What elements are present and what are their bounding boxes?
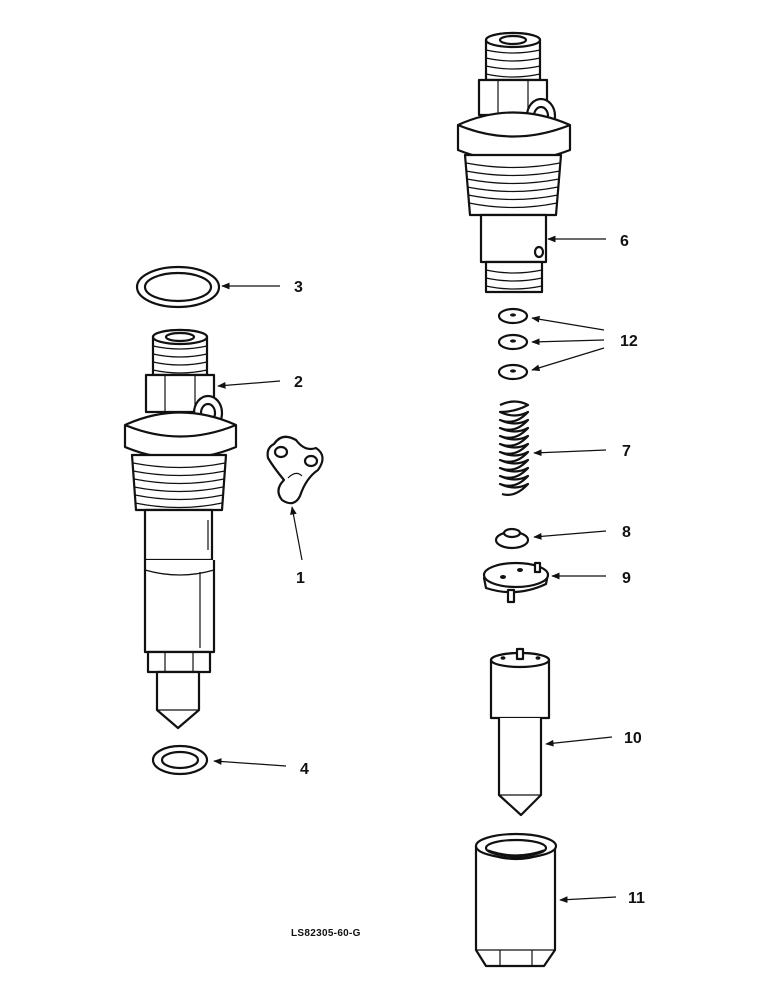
- nozzle-part-10: [489, 647, 551, 817]
- leader-4: [213, 758, 287, 767]
- callout-11: 11: [628, 890, 645, 907]
- leader-11: [559, 896, 617, 903]
- callout-3: 3: [294, 279, 303, 296]
- leader-1: [290, 506, 303, 561]
- callout-2: 2: [294, 374, 303, 391]
- nozzle-holder-part-6: [456, 31, 572, 294]
- callout-6: 6: [620, 233, 629, 250]
- sealing-ring-part-3: [135, 265, 221, 309]
- callout-10: 10: [624, 730, 642, 747]
- intermediate-plate-part-9: [482, 561, 550, 604]
- nozzle-nut-part-11: [474, 832, 558, 968]
- injector-body-part-2: [123, 328, 238, 730]
- callout-9: 9: [622, 570, 631, 587]
- leader-2: [217, 380, 281, 389]
- callout-7: 7: [622, 443, 631, 460]
- leader-lines: [213, 235, 617, 903]
- retaining-clip-part-1: [266, 435, 324, 505]
- leader-7: [533, 449, 607, 457]
- spring-part-7: [498, 400, 530, 496]
- washer-part-4: [151, 744, 209, 776]
- callout-1: 1: [296, 570, 305, 587]
- leader-12b: [531, 338, 605, 346]
- callout-4: 4: [300, 761, 309, 778]
- spring-seat-part-8: [494, 527, 530, 550]
- callout-12: 12: [620, 333, 638, 350]
- leader-8: [533, 530, 607, 540]
- leader-12c: [531, 347, 605, 372]
- callout-8: 8: [622, 524, 631, 541]
- figure-code: LS82305-60-G: [291, 928, 361, 939]
- shims-part-12: [497, 307, 529, 381]
- leader-12a: [531, 315, 605, 331]
- leader-10: [545, 736, 613, 747]
